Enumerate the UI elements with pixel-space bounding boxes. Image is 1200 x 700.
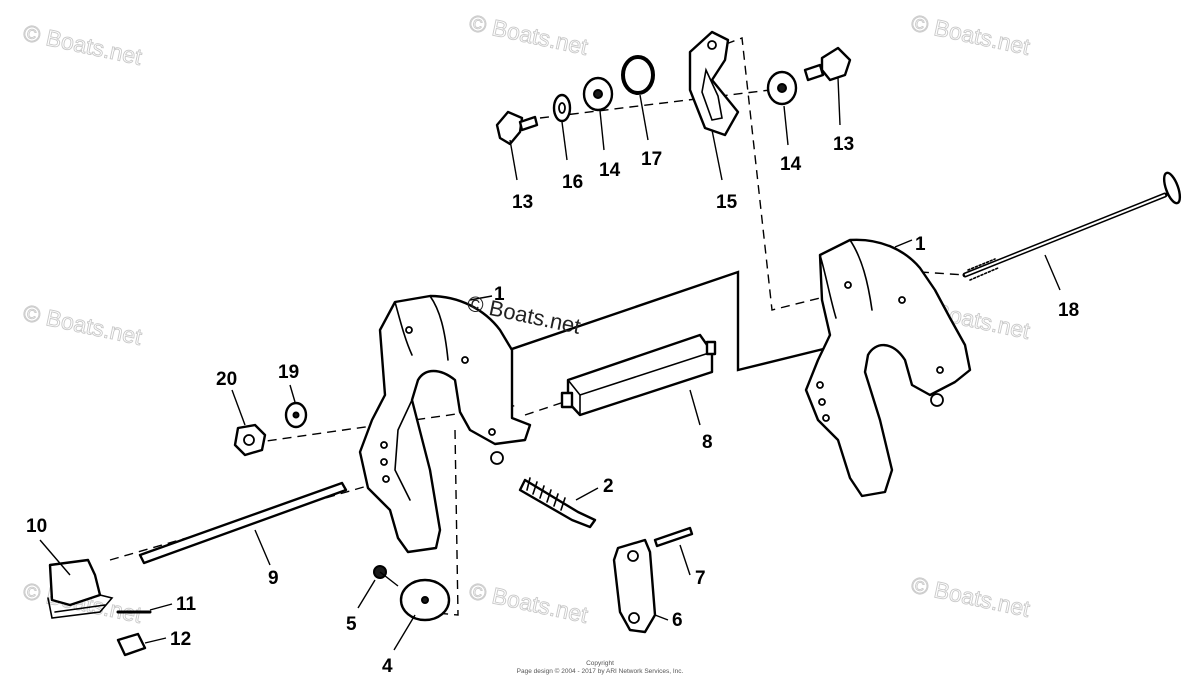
cam-plate-15 (688, 30, 740, 137)
watermark-mid-left: © Boats.net (21, 299, 145, 350)
watermark-top-left: © Boats.net (21, 19, 145, 70)
clamp-bracket-right (804, 238, 972, 498)
pin (653, 526, 694, 548)
thumb-screw-right (803, 46, 852, 82)
copyright-line-2: Page design © 2004 - 2017 by ARI Network… (517, 667, 684, 675)
alignment-lines (109, 37, 966, 616)
callout-20: 20 (216, 369, 237, 390)
callout-1-left: 1 (494, 284, 505, 305)
pivot-rod (138, 481, 348, 565)
washer-14-right (766, 70, 798, 106)
callout-15: 15 (716, 192, 738, 213)
callout-10: 10 (26, 516, 47, 537)
nut (233, 423, 267, 457)
callout-14-left: 14 (599, 160, 621, 181)
callout-19: 19 (278, 362, 299, 383)
watermark-bottom-right: © Boats.net (909, 571, 1033, 622)
callout-17: 17 (641, 149, 662, 170)
callout-4: 4 (382, 656, 393, 677)
callout-7: 7 (695, 568, 706, 589)
washer-19 (284, 401, 308, 429)
watermark-top-right: © Boats.net (909, 9, 1033, 60)
long-screw (962, 171, 1182, 281)
thumb-screw-left (495, 110, 539, 146)
callout-18: 18 (1058, 300, 1079, 321)
copyright-line-1: Copyright (586, 660, 614, 667)
link-plate (612, 538, 657, 634)
stud (373, 565, 399, 587)
callout-14-right: 14 (780, 154, 802, 175)
callout-11: 11 (176, 594, 197, 615)
washer-16 (552, 93, 572, 123)
washer-14-left (582, 76, 614, 112)
callout-16: 16 (562, 172, 583, 193)
connector-line (502, 270, 861, 372)
callout-13-left: 13 (512, 192, 533, 213)
leader-lines (39, 77, 1061, 651)
watermark-bottom-center: © Boats.net (467, 577, 591, 628)
spring-ring-17 (621, 55, 655, 95)
callout-9: 9 (268, 568, 279, 589)
callout-8: 8 (702, 432, 713, 453)
callout-13-right: 13 (833, 134, 854, 155)
clip-bracket (47, 558, 114, 619)
watermark-top-center: © Boats.net (467, 9, 591, 60)
callout-numbers: 13 16 14 17 15 14 13 1 18 1 8 2 7 6 4 5 … (26, 134, 1079, 677)
spring (518, 477, 597, 529)
callout-2: 2 (603, 476, 614, 497)
clamp-bracket-left (358, 294, 532, 554)
callout-5: 5 (346, 614, 357, 635)
callout-12: 12 (170, 629, 191, 650)
callout-6: 6 (672, 610, 683, 631)
disc-washer (399, 578, 451, 622)
tube-spacer (560, 333, 717, 417)
callout-1-right: 1 (915, 234, 926, 255)
clip (116, 632, 147, 657)
